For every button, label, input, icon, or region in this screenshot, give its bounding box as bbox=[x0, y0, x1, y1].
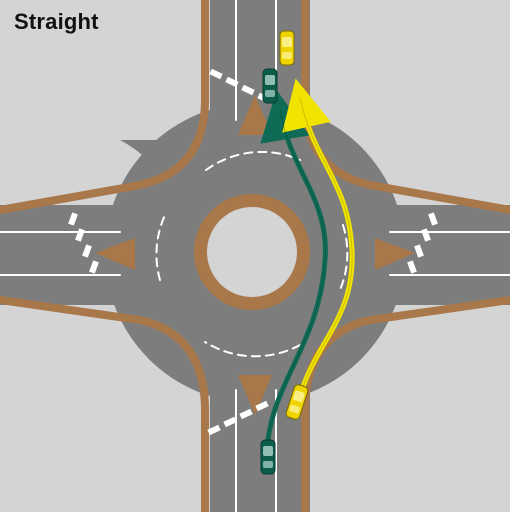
yellow-car-top bbox=[279, 30, 295, 66]
routes bbox=[260, 78, 355, 443]
green-car-top bbox=[262, 68, 278, 104]
crosswalks bbox=[68, 68, 438, 436]
central-island bbox=[194, 194, 310, 310]
yellow-route-arrow bbox=[282, 78, 355, 405]
yellow-car-bottom bbox=[285, 384, 309, 420]
green-route-arrow bbox=[260, 90, 328, 443]
diagram-title: Straight bbox=[14, 9, 99, 34]
green-car-bottom bbox=[260, 439, 276, 475]
